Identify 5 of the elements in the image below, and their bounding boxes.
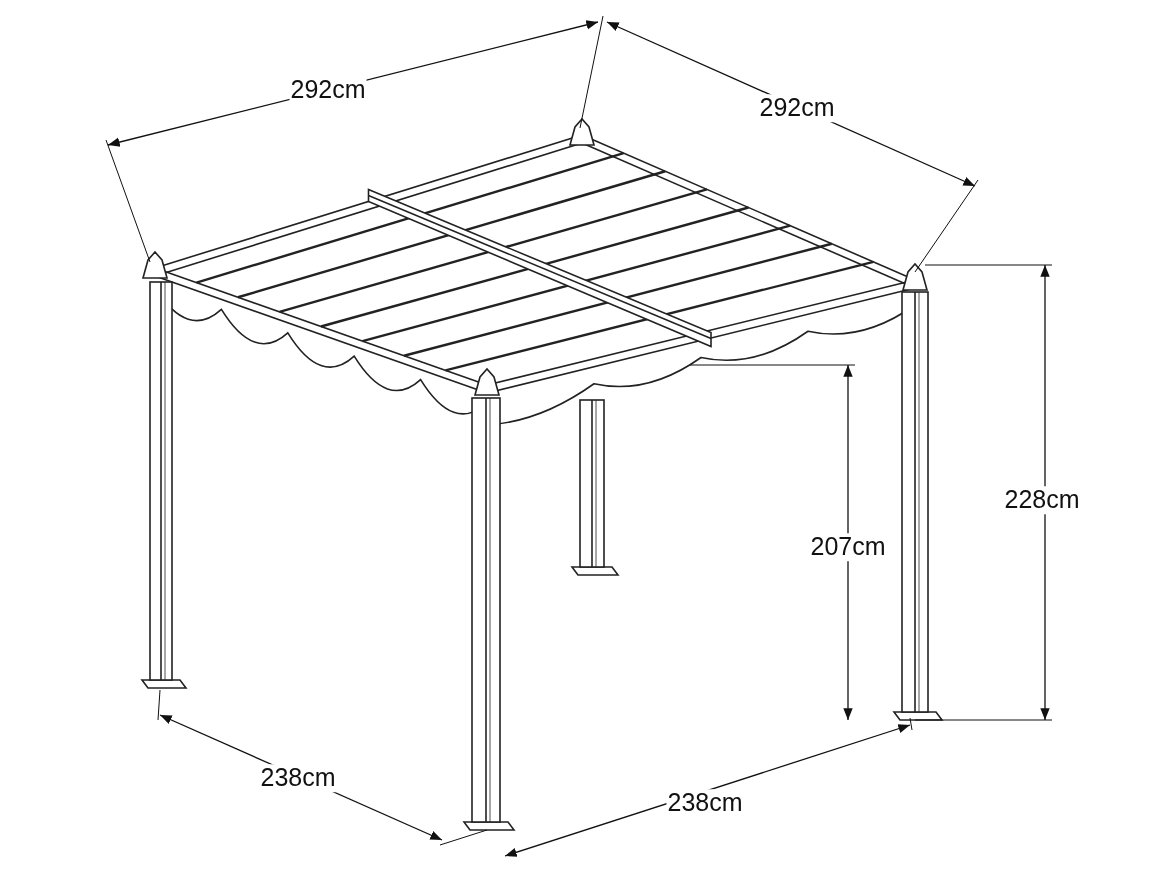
dimension-label: 228cm bbox=[1003, 486, 1081, 514]
dimension-label: 207cm bbox=[809, 533, 887, 561]
dimension-label: 238cm bbox=[259, 764, 337, 792]
dimension-label: 292cm bbox=[758, 94, 836, 122]
dimension-label: 292cm bbox=[289, 76, 367, 104]
